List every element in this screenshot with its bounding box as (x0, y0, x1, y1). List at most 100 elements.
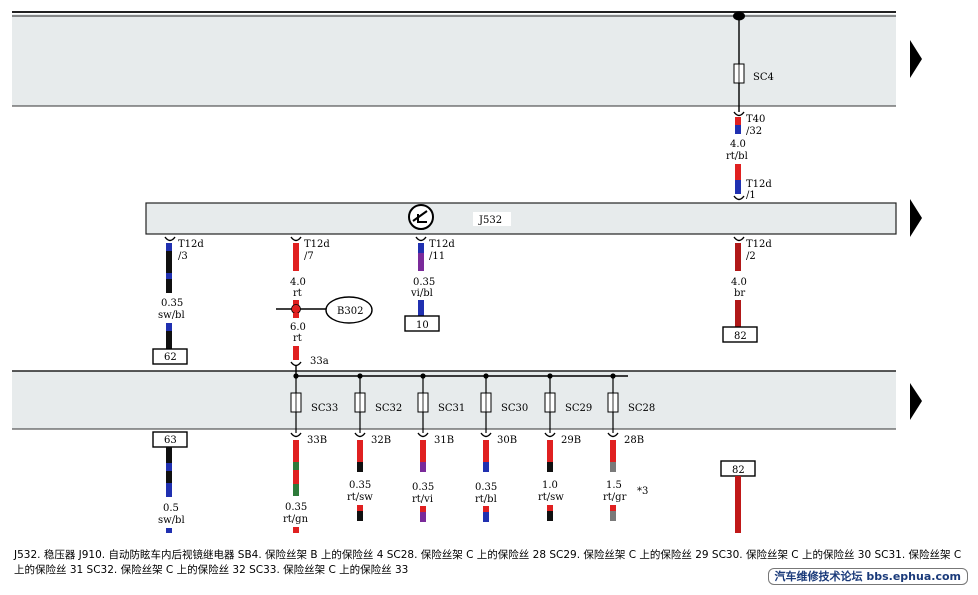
ref-82a-box (722, 326, 758, 343)
wire-29-black-a (547, 462, 553, 472)
wire-7b-size: 6.0 (290, 322, 306, 333)
wire-top-blue-2 (735, 180, 741, 194)
n30b-label: 30B (497, 435, 517, 446)
n28b-label: 28B (624, 435, 644, 446)
wire-11-color: vi/bl (410, 288, 433, 299)
wire-32-size: 0.35 (349, 480, 371, 491)
sc32-label: SC32 (375, 403, 402, 414)
wire-32-black-a (357, 462, 363, 472)
wire-33-green-b (293, 484, 299, 496)
watermark-text: 汽车维修技术论坛 bbs.ephua.com (774, 570, 961, 583)
t40-pin-label: /32 (746, 126, 762, 137)
j532-module (145, 202, 897, 235)
wire-7-color: rt (293, 288, 302, 299)
wire-28-grey-a (610, 462, 616, 472)
bottom-band (12, 371, 896, 429)
wire-32-black-b (357, 511, 363, 521)
wire-3-color: sw/bl (158, 310, 185, 321)
wire-28-red-b (610, 505, 616, 511)
t12d-11-connector (415, 236, 427, 242)
wire-28-color: rt/gr (603, 492, 627, 503)
wire-32-red-a (357, 440, 363, 462)
wire-3-black-a (166, 251, 172, 273)
wire-30-blue-a (483, 462, 489, 472)
wire-7-red-b (293, 300, 299, 305)
wire-33-green-a (293, 462, 299, 470)
wire-33-red-c (293, 527, 299, 533)
sc30-label: SC30 (501, 403, 528, 414)
wire-31-color: rt/vi (412, 494, 433, 505)
wire-top-size: 4.0 (730, 139, 746, 150)
n28b-connector (607, 432, 619, 438)
wire-33-red-a (293, 440, 299, 462)
wire-2-color: br (734, 288, 745, 299)
wire-63-black-a (166, 447, 172, 463)
t12d-3-label: T12d (178, 239, 204, 250)
wire-31-violet-a (420, 462, 426, 472)
wire-28-size: 1.5 (606, 480, 622, 491)
n33b-label: 33B (307, 435, 327, 446)
wire-29-size: 1.0 (542, 480, 558, 491)
ref-10-box (404, 315, 440, 332)
wire-63-size: 0.5 (163, 503, 179, 514)
t12d-7-connector (290, 236, 302, 242)
wire-top-red-2 (735, 164, 741, 180)
t12d-11-label: T12d (429, 239, 455, 250)
ref-63-label: 63 (164, 435, 177, 446)
ref-82b-label: 82 (732, 465, 745, 476)
t12d-2-connector (733, 236, 745, 242)
ref-82a-label: 82 (734, 331, 747, 342)
sc28-label: SC28 (628, 403, 655, 414)
t12d-2-pin-label: /2 (746, 251, 756, 262)
wire-33-size: 0.35 (285, 502, 307, 513)
wire-63-black-b (166, 471, 172, 483)
n33a-label: 33a (310, 356, 329, 367)
wire-7-size: 4.0 (290, 277, 306, 288)
legend: J532. 稳压器 J910. 自动防眩车内后视镜继电器 SB4. 保险丝架 B… (14, 548, 966, 578)
wire-29-red-b (547, 505, 553, 511)
n29b-connector (544, 432, 556, 438)
wire-29-black-b (547, 511, 553, 521)
t12d-7-pin-label: /7 (304, 251, 314, 262)
wire-32-color: rt/sw (347, 492, 373, 503)
wire-28-red-a (610, 440, 616, 462)
wire-28-note: *3 (637, 486, 648, 497)
n31b-label: 31B (434, 435, 454, 446)
wire-30-red-b (483, 506, 489, 512)
n33a-connector (290, 361, 302, 367)
wire-7-red-c (293, 313, 299, 318)
wire-33-color: rt/gn (283, 514, 309, 525)
wire-11-size: 0.35 (413, 277, 435, 288)
wire-top-blue-1 (735, 125, 741, 134)
n33b-connector (290, 432, 302, 438)
wire-top-red-1 (735, 117, 741, 125)
b302-component (325, 296, 373, 324)
wire-29-color: rt/sw (538, 492, 564, 503)
wire-3-black-c (166, 331, 172, 350)
sc31-label: SC31 (438, 403, 465, 414)
wire-63-blue-b (166, 483, 172, 497)
t12d-2-label: T12d (746, 239, 772, 250)
j532-label-box (473, 212, 511, 226)
wire-2-darkred-b (735, 300, 741, 327)
sc33-label: SC33 (311, 403, 338, 414)
wire-30-blue-b (483, 512, 489, 522)
t12d-1-pin-label: /1 (746, 190, 756, 201)
sc29-label: SC29 (565, 403, 592, 414)
top-junction-dot (733, 11, 745, 21)
ref-10-label: 10 (416, 320, 429, 331)
t12d-3-pin-label: /3 (178, 251, 188, 262)
wire-28-grey-b (610, 511, 616, 521)
n30b-connector (480, 432, 492, 438)
wire-32-red-b (357, 505, 363, 511)
b302-label: B302 (337, 306, 363, 317)
wire-11-blue-a (418, 243, 424, 253)
t12d-3-connector (164, 236, 176, 242)
n32b-connector (354, 432, 366, 438)
continue-arrow-bottom (910, 383, 922, 420)
t40-connector (733, 111, 745, 117)
wire-30-color: rt/bl (475, 494, 497, 505)
j532-label: J532 (478, 215, 502, 226)
wire-3-black-b (166, 279, 172, 293)
